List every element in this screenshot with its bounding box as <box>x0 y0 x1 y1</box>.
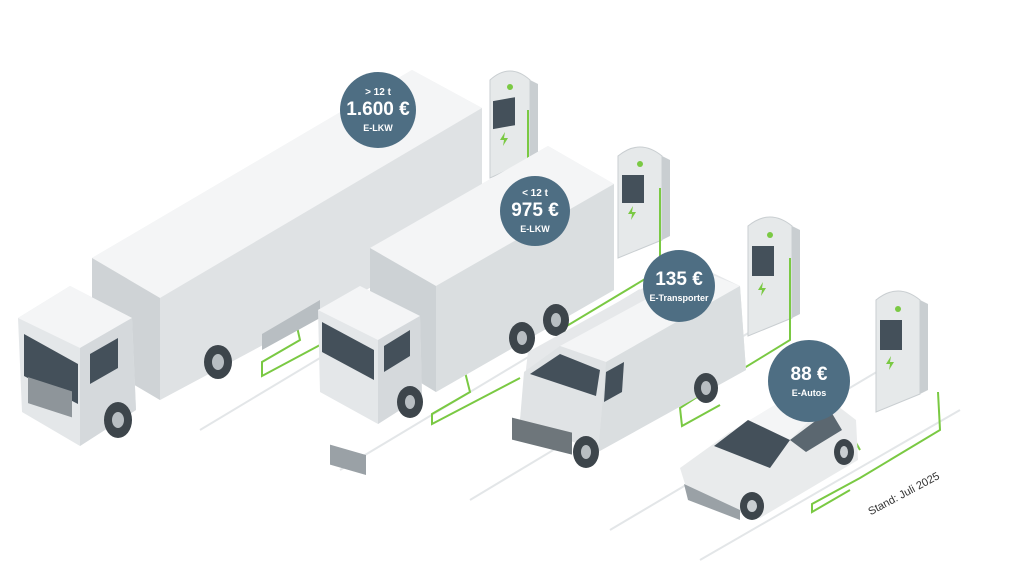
charger-2 <box>617 146 670 259</box>
lightning-bolt-icon <box>758 282 766 296</box>
charger-3 <box>747 216 800 337</box>
vehicle-type-label: E-Transporter <box>649 293 709 303</box>
price-value: 1.600 € <box>346 98 410 120</box>
charger-4 <box>875 290 928 413</box>
charger-1 <box>489 70 538 179</box>
price-badge-etransporter: 135 € E-Transporter <box>643 250 715 322</box>
vehicle-type-label: E-Autos <box>791 388 827 398</box>
price-badge-eautos: 88 € E-Autos <box>768 340 850 422</box>
price-value: 975 € <box>511 199 559 221</box>
weight-label: < 12 t <box>522 187 548 199</box>
car <box>680 400 858 520</box>
lightning-bolt-icon <box>500 132 508 146</box>
weight-label: > 12 t <box>365 86 391 98</box>
price-badge-elkw-large: > 12 t 1.600 € E-LKW <box>340 72 416 148</box>
price-value: 88 € <box>790 364 828 386</box>
lightning-bolt-icon <box>886 356 894 370</box>
price-value: 135 € <box>655 269 703 291</box>
vehicle-type-label: E-LKW <box>363 122 393 133</box>
lightning-bolt-icon <box>628 206 636 220</box>
vehicle-type-label: E-LKW <box>520 223 550 234</box>
price-badge-elkw-small: < 12 t 975 € E-LKW <box>500 176 570 246</box>
